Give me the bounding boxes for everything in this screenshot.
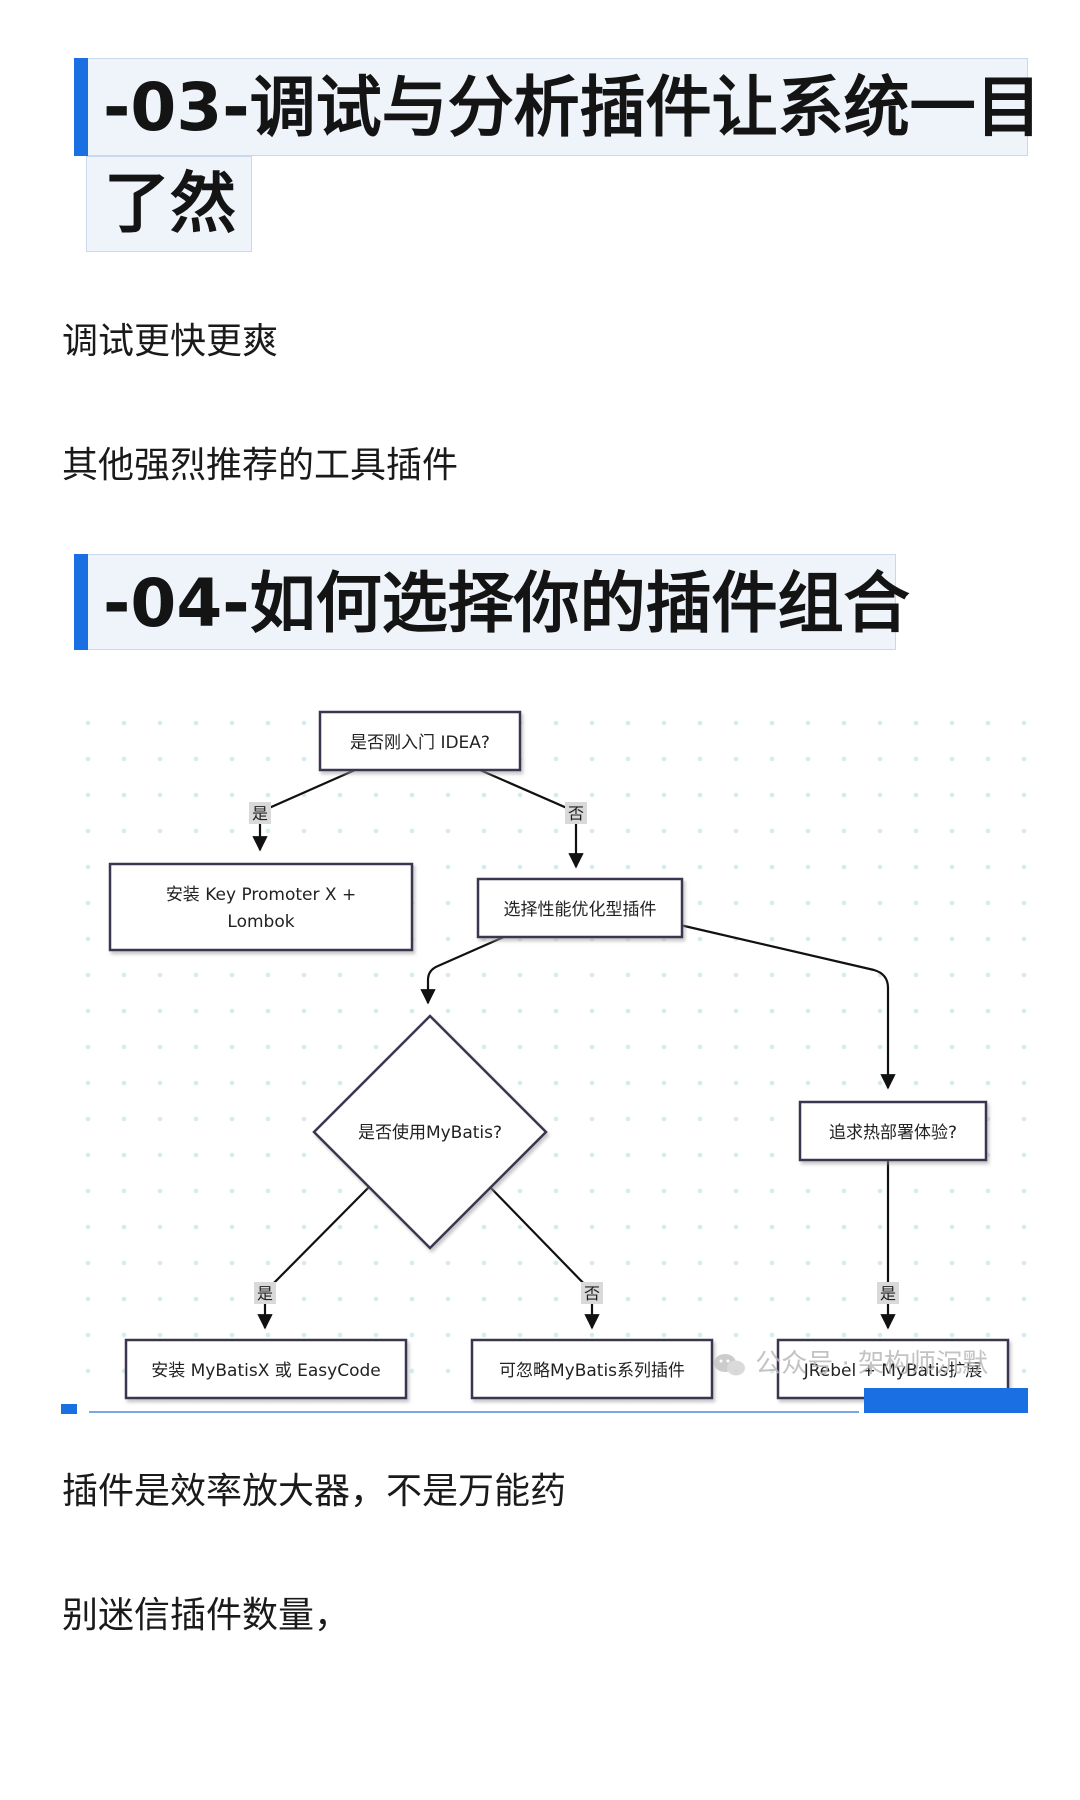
edge-label-yes-2: 是	[254, 1282, 276, 1304]
section-03-title-line1: -03-调试与分析插件让系统一目	[103, 69, 1042, 146]
edge-mybatis-to-install	[257, 1184, 372, 1330]
node-hot-deploy-decision: 追求热部署体验?	[798, 1100, 988, 1162]
svg-text:JRebel + MyBatis扩展: JRebel + MyBatis扩展	[803, 1361, 983, 1381]
edge-label-no-1: 否	[565, 802, 587, 824]
watermark-label: 公众号 · 架构师沉默	[755, 1349, 989, 1379]
svg-text:可忽略MyBatis系列插件: 可忽略MyBatis系列插件	[499, 1361, 685, 1381]
edge-label-no-2: 否	[581, 1282, 603, 1304]
edge-perf-to-mybatis	[420, 930, 516, 1005]
section-04-title: -04-如何选择你的插件组合	[103, 565, 910, 642]
node-performance-plugins: 选择性能优化型插件	[476, 877, 684, 939]
section-04-accent-bar	[74, 554, 88, 650]
svg-text:是: 是	[257, 1284, 273, 1303]
svg-text:追求热部署体验?: 追求热部署体验?	[829, 1123, 957, 1143]
edge-label-yes-1: 是	[249, 802, 271, 824]
edge-perf-to-hotdeploy	[679, 923, 896, 1090]
paragraph-debug: 调试更快更爽	[62, 321, 279, 362]
node-start: 是否刚入门 IDEA?	[318, 710, 522, 772]
node-ignore-mybatis: 可忽略MyBatis系列插件	[470, 1338, 714, 1400]
svg-text:安装 MyBatisX 或 EasyCode: 安装 MyBatisX 或 EasyCode	[151, 1361, 381, 1381]
paragraph-recommended-tools: 其他强烈推荐的工具插件	[62, 445, 459, 486]
svg-text:是否刚入门 IDEA?: 是否刚入门 IDEA?	[350, 733, 490, 753]
divider-dot	[61, 1404, 77, 1414]
divider-block	[864, 1388, 1028, 1413]
watermark-text: 公众号 · 架构师沉默	[713, 1343, 988, 1380]
paragraph-plugin-count: 别迷信插件数量，	[62, 1595, 351, 1636]
section-03-accent-bar	[74, 58, 88, 156]
edge-start-to-perf	[479, 768, 584, 869]
section-03-heading-line2: 了然	[86, 156, 252, 252]
svg-text:是: 是	[880, 1284, 896, 1303]
svg-text:Lombok: Lombok	[227, 912, 294, 932]
edge-mybatis-to-ignore	[487, 1184, 600, 1330]
section-03-title-line2: 了然	[104, 165, 236, 242]
wechat-icon	[713, 1352, 747, 1378]
svg-text:选择性能优化型插件: 选择性能优化型插件	[504, 900, 657, 920]
node-mybatis-decision: 是否使用MyBatis?	[312, 1014, 548, 1250]
edge-start-to-kp	[252, 768, 356, 852]
svg-text:安装 Key Promoter X +: 安装 Key Promoter X +	[166, 885, 356, 905]
node-install-key-promoter: 安装 Key Promoter X + Lombok	[108, 862, 414, 952]
paragraph-plugins-amplifier: 插件是效率放大器，不是万能药	[62, 1471, 567, 1512]
svg-text:是否使用MyBatis?: 是否使用MyBatis?	[358, 1122, 502, 1143]
section-03-heading-line1: -03-调试与分析插件让系统一目	[74, 58, 1042, 156]
svg-text:是: 是	[252, 804, 268, 823]
plugin-selection-flowchart	[62, 695, 1028, 1405]
svg-text:否: 否	[568, 804, 584, 823]
section-04-heading: -04-如何选择你的插件组合	[74, 554, 910, 650]
edge-label-yes-3: 是	[877, 1282, 899, 1304]
svg-text:否: 否	[584, 1284, 600, 1303]
node-install-mybatisx: 安装 MyBatisX 或 EasyCode	[124, 1338, 408, 1400]
divider-line	[89, 1411, 859, 1413]
